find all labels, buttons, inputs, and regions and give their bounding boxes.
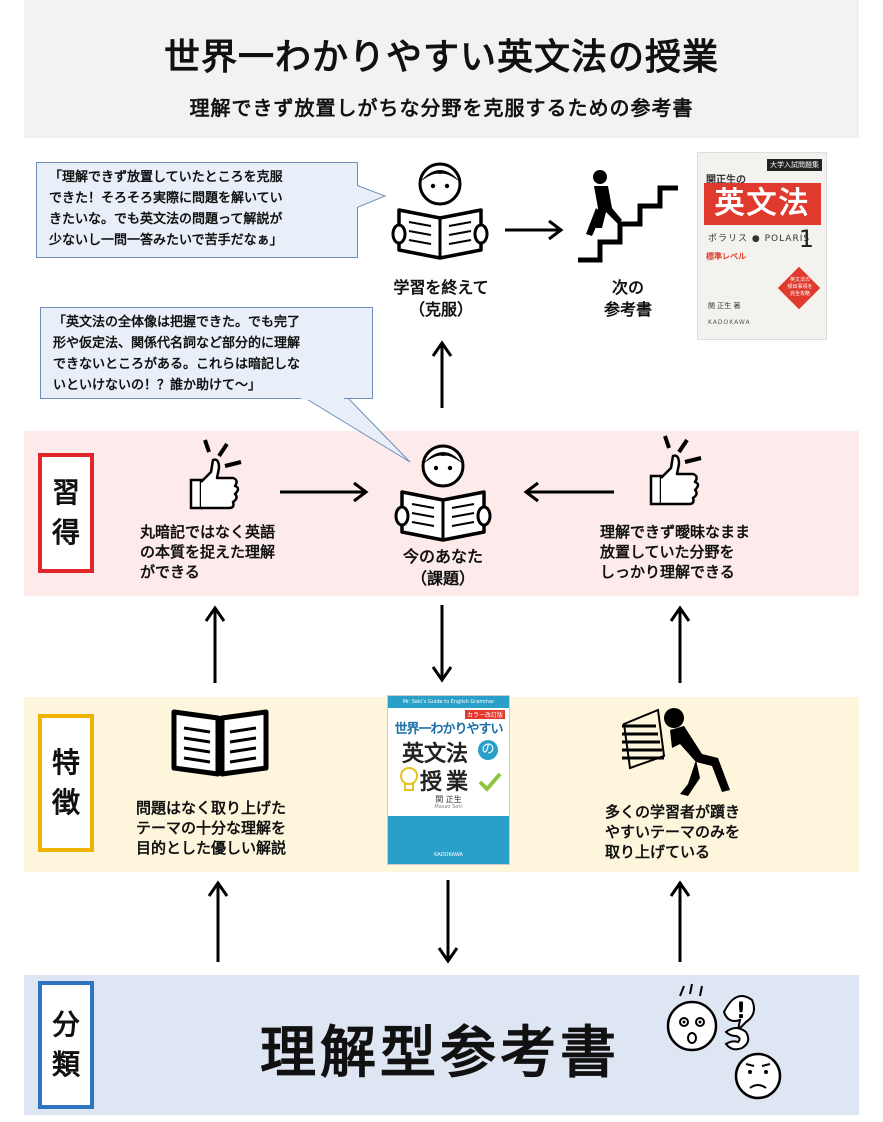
arrow-icon-right-up	[669, 605, 691, 683]
learning-label: 習 得	[38, 453, 94, 573]
main-book-cover: Mr. Seki's Guide to English Grammar カラー改…	[387, 695, 510, 865]
next-book-title: 英文法	[704, 183, 821, 225]
checkmark-icon	[478, 772, 502, 792]
feature-right-line-2: やすいテーマのみを	[605, 823, 741, 841]
arrow-icon	[505, 219, 564, 241]
goal-label-line-2: （克服）	[408, 300, 473, 319]
open-book-icon	[171, 709, 269, 777]
middle-bubble-line-3: できないところがある。これらは暗記しな	[53, 357, 301, 372]
main-book-title-sub: 授業	[420, 770, 473, 795]
page-title: 世界一わかりやすい英文法の授業	[163, 37, 719, 78]
feature-label-char-2: 徴	[51, 786, 80, 819]
reading-person-icon	[391, 162, 489, 260]
main-book-publisher: KADOKAWA	[434, 852, 463, 858]
category-label-char-2: 類	[51, 1048, 80, 1081]
main-book-title-top: 世界一わかりやすい	[394, 722, 503, 737]
next-book-diamond-text: 英文法の 頻出事項を 完全攻略	[780, 277, 820, 298]
arrow-icon-left	[523, 481, 614, 503]
middle-bubble-line-1: 「英文法の全体像は把握できた。でも完了	[53, 315, 301, 330]
learning-right-line-2: 放置していた分野を	[600, 543, 735, 561]
thumbs-up-icon-left	[189, 439, 242, 510]
feature-label-char-1: 特	[51, 746, 80, 779]
main-book-title-no: の	[478, 740, 498, 760]
next-book-publisher: KADOKAWA	[708, 319, 751, 326]
goal-label: 学習を終えて （克服）	[368, 277, 514, 321]
lightbulb-icon	[400, 767, 418, 791]
now-label-line-2: （課題）	[410, 569, 475, 588]
goal-label-line-1: 学習を終えて	[393, 278, 489, 297]
middle-bubble-line-4: いといけないの！？誰か助けて〜」	[53, 378, 262, 393]
exclaim-mark: !	[736, 999, 746, 1024]
feature-left-line-3: 目的とした優しい解説	[136, 839, 287, 857]
header-panel	[24, 0, 859, 138]
arrow-icon-right-up-2	[669, 880, 691, 962]
middle-speech-bubble: 「英文法の全体像は把握できた。でも完了 形や仮定法、関係代名詞など部分的に理解 …	[40, 307, 373, 399]
reading-person-icon-now	[394, 444, 492, 542]
top-bubble-line-3: きたいな。でも英文法の問題って解説が	[49, 212, 283, 227]
category-label-char-1: 分	[51, 1008, 80, 1041]
page-subtitle: 理解できず放置しがちな分野を克服するための参考書	[189, 96, 694, 120]
learning-label-char-1: 習	[51, 476, 80, 509]
main-book-footer	[388, 816, 509, 864]
next-book-badge: 大学入試問題集	[767, 159, 822, 171]
next-book-author: 関 正生 著	[708, 302, 741, 310]
feature-right-text: 多くの学習者が躓き やすいテーマのみを 取り上げている	[605, 802, 795, 862]
next-label-line-2: 参考書	[603, 300, 652, 319]
next-book-number: 1	[798, 225, 814, 253]
main-book-tagline: Mr. Seki's Guide to English Grammar	[388, 696, 509, 708]
category-label: 分 類	[38, 981, 94, 1109]
now-label-line-1: 今のあなた	[402, 547, 483, 566]
main-book-author: 関 正生	[435, 795, 462, 804]
stairs-climber-icon	[578, 170, 678, 263]
learning-right-line-3: しっかり理解できる	[600, 563, 735, 581]
main-book-title-main: 英文法	[402, 742, 469, 767]
now-label: 今のあなた （課題）	[370, 546, 516, 590]
top-bubble-line-1: 「理解できず放置していたところを克服	[49, 170, 283, 185]
arrow-icon-center-down-2	[437, 880, 459, 964]
main-book-badge: カラー改訂版	[464, 710, 505, 719]
next-book-author-small: 関正生の	[706, 175, 746, 186]
main-book-author-en: Masao Seki	[434, 804, 463, 810]
top-bubble-line-4: 少ないし一問一答みたいで苦手だなぁ」	[49, 233, 283, 248]
diamond-line-3: 完全攻略	[789, 291, 810, 297]
arrow-icon-center-down	[431, 605, 453, 683]
confused-faces-icon: !	[666, 983, 782, 1100]
top-speech-bubble: 「理解できず放置していたところを克服 できた！そろそろ実際に問題を解いてい きた…	[36, 162, 358, 258]
diamond-line-2: 頻出事項を	[787, 284, 813, 290]
learning-left-line-2: の本質を捉えた理解	[140, 543, 276, 561]
feature-left-line-2: テーマの十分な理解を	[136, 819, 287, 837]
arrow-icon-right	[280, 481, 369, 503]
learning-right-line-1: 理解できず曖昧なまま	[600, 523, 751, 541]
arrow-icon-left-up	[204, 605, 226, 683]
diamond-line-1: 英文法の	[789, 277, 810, 283]
category-band	[24, 975, 859, 1115]
learning-left-text: 丸暗記ではなく英語 の本質を捉えた理解 ができる	[140, 522, 310, 582]
next-book-series: ポラリス ● POLARIS	[708, 234, 811, 244]
arrow-icon-left-up-2	[207, 880, 229, 962]
top-bubble-line-2: できた！そろそろ実際に問題を解いてい	[49, 191, 283, 206]
learning-label-char-2: 得	[51, 516, 80, 549]
next-book-cover: 大学入試問題集 関正生の 英文法 ポラリス ● POLARIS 1 標準レベル …	[697, 152, 827, 340]
feature-right-line-3: 取り上げている	[605, 843, 711, 861]
tripping-person-icon	[622, 708, 730, 796]
feature-left-line-1: 問題はなく取り上げた	[136, 799, 287, 817]
next-label-line-1: 次の	[611, 278, 644, 297]
middle-bubble-line-2: 形や仮定法、関係代名詞など部分的に理解	[53, 336, 301, 351]
feature-left-text: 問題はなく取り上げた テーマの十分な理解を 目的とした優しい解説	[136, 798, 326, 858]
feature-label: 特 徴	[38, 714, 94, 852]
learning-right-text: 理解できず曖昧なまま 放置していた分野を しっかり理解できる	[600, 522, 790, 582]
feature-right-line-1: 多くの学習者が躓き	[605, 803, 741, 821]
next-book-level: 標準レベル	[706, 252, 746, 261]
next-label: 次の 参考書	[588, 277, 668, 321]
thumbs-up-icon-right	[649, 435, 702, 506]
category-title: 理解型参考書	[260, 1021, 620, 1086]
arrow-icon-center-up	[431, 340, 453, 408]
learning-left-line-1: 丸暗記ではなく英語	[140, 523, 276, 541]
learning-left-line-3: ができる	[140, 563, 200, 581]
